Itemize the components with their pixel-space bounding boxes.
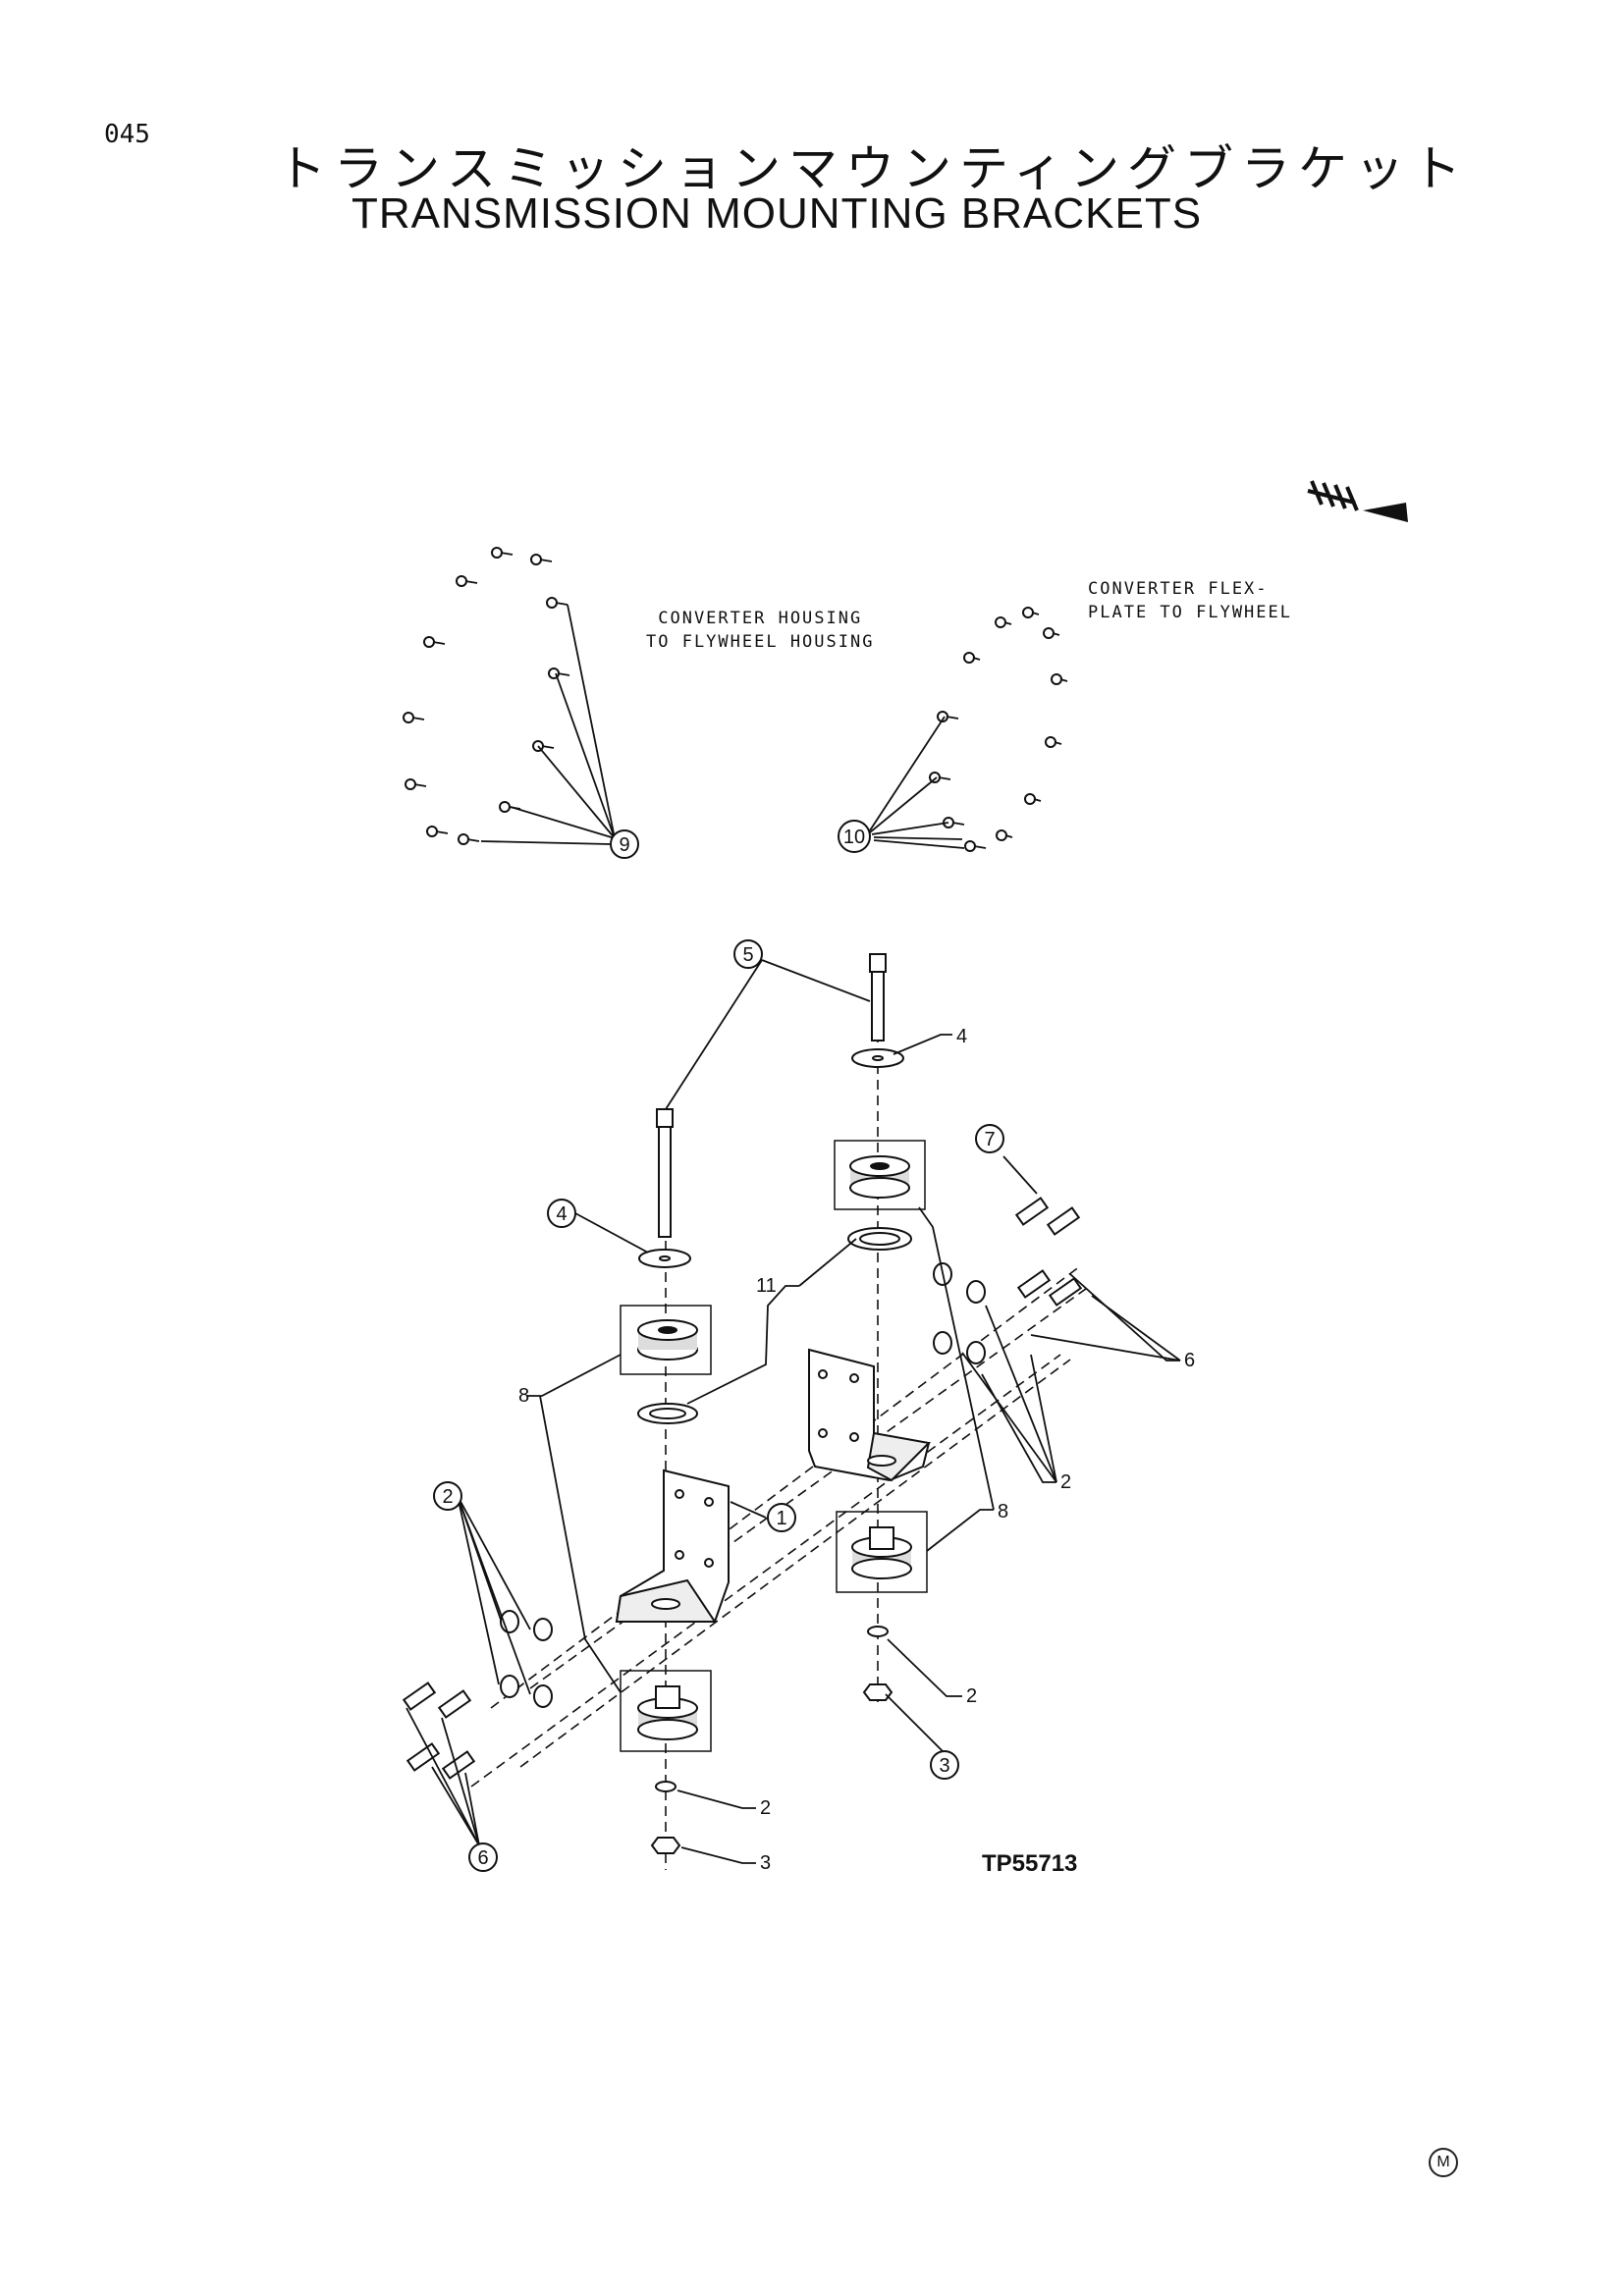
bracket-right bbox=[808, 1348, 932, 1482]
note-left-line-1: CONVERTER HOUSING bbox=[658, 609, 863, 628]
small-bolt-icon bbox=[1043, 627, 1060, 639]
note-converter-housing: CONVERTER HOUSING TO FLYWHEEL HOUSING bbox=[646, 607, 874, 654]
small-bolt-icon bbox=[532, 740, 555, 752]
small-bolt-icon bbox=[423, 636, 446, 648]
isolator-lower-right bbox=[836, 1511, 928, 1593]
drawing-id: TP55713 bbox=[982, 1850, 1078, 1877]
callout-2-left: 2 bbox=[433, 1481, 462, 1511]
mark-symbol: M bbox=[1429, 2148, 1458, 2177]
label-8-right: 8 bbox=[998, 1501, 1008, 1522]
mount-bolt-right bbox=[869, 953, 887, 1041]
mount-bolt-left bbox=[656, 1108, 674, 1238]
small-bolt-icon bbox=[456, 575, 478, 587]
note-converter-flexplate: CONVERTER FLEX- PLATE TO FLYWHEEL bbox=[1088, 577, 1292, 624]
isolator-lower-left bbox=[620, 1670, 712, 1752]
small-bolt-icon bbox=[964, 840, 987, 852]
title-japanese: トランスミッションマウンティングブラケット bbox=[277, 140, 1469, 197]
housing-bolt-group bbox=[403, 547, 616, 845]
small-bolt-icon bbox=[499, 801, 521, 813]
label-2-lower-left: 2 bbox=[760, 1797, 771, 1819]
callout-5: 5 bbox=[733, 939, 763, 969]
small-bolt-icon bbox=[491, 547, 514, 559]
label-2-lower-right: 2 bbox=[966, 1685, 977, 1707]
small-bolt-icon bbox=[995, 616, 1012, 628]
side-bolts-right bbox=[1014, 1197, 1083, 1307]
note-left-line-2: TO FLYWHEEL HOUSING bbox=[646, 632, 875, 652]
svg-text:9: 9 bbox=[619, 834, 629, 856]
callout-3-right: 3 bbox=[930, 1750, 959, 1780]
svg-text:1: 1 bbox=[776, 1508, 786, 1529]
small-bolt-icon bbox=[403, 712, 425, 723]
small-bolt-icon bbox=[546, 597, 568, 609]
isolator-upper-left bbox=[620, 1305, 712, 1375]
svg-text:5: 5 bbox=[742, 944, 753, 966]
small-bolt-icon bbox=[963, 652, 981, 664]
label-4-right: 4 bbox=[956, 1026, 967, 1047]
svg-text:6: 6 bbox=[477, 1847, 488, 1869]
small-bolt-icon bbox=[426, 826, 449, 837]
small-bolt-icon bbox=[1051, 673, 1068, 685]
callout-9: 9 bbox=[610, 829, 639, 859]
bracket-left bbox=[615, 1468, 730, 1623]
isolator-upper-right bbox=[834, 1140, 926, 1210]
svg-text:3: 3 bbox=[939, 1755, 949, 1777]
callout-1: 1 bbox=[767, 1503, 796, 1532]
label-2-right: 2 bbox=[1060, 1471, 1071, 1493]
title-english: TRANSMISSION MOUNTING BRACKETS bbox=[352, 189, 1203, 238]
note-right-line-1: CONVERTER FLEX- bbox=[1088, 579, 1269, 599]
side-bolts-left bbox=[402, 1682, 476, 1780]
callout-10: 10 bbox=[838, 820, 871, 853]
svg-text:10: 10 bbox=[843, 827, 865, 848]
front-direction-arrow-icon bbox=[1307, 480, 1408, 522]
label-6-right: 6 bbox=[1184, 1350, 1195, 1371]
svg-text:2: 2 bbox=[442, 1486, 453, 1508]
side-washers-left bbox=[500, 1610, 553, 1708]
flexplate-bolt-group bbox=[869, 607, 1068, 852]
small-bolt-icon bbox=[1022, 607, 1040, 618]
svg-text:7: 7 bbox=[984, 1129, 995, 1150]
callout-4-left: 4 bbox=[547, 1199, 576, 1228]
note-right-line-2: PLATE TO FLYWHEEL bbox=[1088, 603, 1292, 622]
callout-7: 7 bbox=[975, 1124, 1004, 1153]
small-bolt-icon bbox=[548, 667, 570, 679]
small-bolt-icon bbox=[1024, 793, 1042, 805]
small-bolt-icon bbox=[458, 833, 480, 845]
small-bolt-icon bbox=[405, 778, 427, 790]
svg-text:4: 4 bbox=[556, 1203, 567, 1225]
label-8-left: 8 bbox=[518, 1385, 529, 1407]
small-bolt-icon bbox=[996, 829, 1013, 841]
small-bolt-icon bbox=[929, 772, 951, 783]
label-3-left: 3 bbox=[760, 1852, 771, 1874]
small-bolt-icon bbox=[530, 554, 553, 565]
label-11: 11 bbox=[756, 1275, 777, 1297]
small-bolt-icon bbox=[937, 711, 959, 722]
callout-6-left: 6 bbox=[468, 1842, 498, 1872]
small-bolt-icon bbox=[1045, 736, 1062, 748]
page-number: 045 bbox=[104, 120, 150, 149]
